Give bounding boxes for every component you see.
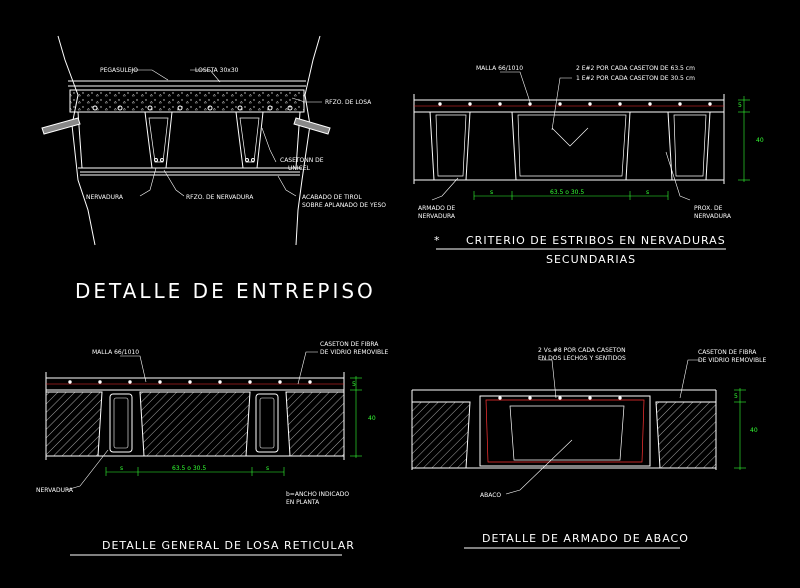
losa-reticular-title: DETALLE GENERAL DE LOSA RETICULAR (102, 539, 355, 552)
rib-stirrup-1 (109, 393, 133, 453)
hatch-block-1 (45, 391, 103, 457)
dim-40-bottom-right: 40 (750, 427, 758, 434)
abaco-hatch-right (655, 401, 717, 469)
armado-abaco (411, 359, 746, 549)
pegasulejo-label: PEGASULEJO (100, 67, 138, 74)
dim-mid-top: 63.5 o 30.5 (550, 189, 584, 196)
abaco-hatch-left (411, 401, 471, 469)
caseton-label-2-left: DE VIDRIO REMOVIBLE (320, 349, 388, 356)
abaco-rebar-dots (498, 396, 622, 400)
acabado-label-1: ACABADO DE TIROL (302, 194, 362, 201)
dim-5-bottom-left: 5 (352, 381, 356, 388)
dim-s-bottom-left-2: s (266, 465, 269, 472)
rfzo-losa-label: RFZO. DE LOSA (325, 99, 372, 106)
caseton-label-2-right: DE VIDRIO REMOVIBLE (698, 357, 766, 364)
left-break-line (57, 35, 96, 246)
secundarias-title: SECUNDARIAS (546, 253, 636, 266)
rfzo-nervadura-label: RFZO. DE NERVADURA (186, 194, 254, 201)
abaco-body (479, 395, 651, 467)
losa-rebar-dots (68, 380, 312, 384)
caseton-label-1-right: CASETON DE FIBRA (698, 349, 757, 356)
nervadura-label: NERVADURA (86, 194, 124, 201)
armado-label-2: NERVADURA (418, 213, 456, 220)
estribo-note-2: 1 E#2 POR CADA CASETON DE 30.5 cm (576, 75, 695, 82)
loseta-label: LOSETA 30x30 (195, 67, 239, 74)
dim-s-top-right: s (646, 189, 649, 196)
dim-40-top: 40 (756, 137, 764, 144)
abaco-label: ABACO (480, 492, 501, 499)
prox-label-1: PROX. DE (694, 205, 723, 212)
abaco-note-1: 2 Vs.#8 POR CADA CASETON (538, 347, 626, 354)
estribo-note-1: 2 E#2 POR CADA CASETON DE 63.5 cm (576, 65, 695, 72)
hatch-block-3 (285, 391, 345, 457)
detalle-entrepiso (41, 35, 331, 246)
criterio-estribos (413, 71, 750, 250)
caseton-label-1-left: CASETON DE FIBRA (320, 341, 379, 348)
malla-label-bottom: MALLA 66/1010 (92, 349, 139, 356)
criterio-title: CRITERIO DE ESTRIBOS EN NERVADURAS (466, 234, 726, 247)
prox-label-2: NERVADURA (694, 213, 732, 220)
dim-s-top-left: s (490, 189, 493, 196)
losa-reticular (45, 351, 362, 556)
casetonn-label: CASETONN DE (280, 157, 324, 164)
unicel-label: UNICEL (288, 165, 311, 172)
hatch-block-2 (139, 391, 251, 457)
slab-rebar-dots (438, 102, 712, 106)
b-note-1: b=ANCHO INDICADO (286, 491, 349, 498)
dim-mid-bottom-left: 63.5 o 30.5 (172, 465, 206, 472)
right-break-line (295, 35, 321, 246)
rib-stirrup-2 (255, 393, 279, 453)
abaco-title: DETALLE DE ARMADO DE ABACO (482, 532, 689, 545)
acabado-label-2: SOBRE APLANADO DE YESO (302, 202, 386, 209)
malla-label-top: MALLA 66/1010 (476, 65, 523, 72)
asterisk-mark: * (434, 234, 441, 247)
b-note-2: EN PLANTA (286, 499, 320, 506)
nervadura-label-bottom: NERVADURA (36, 487, 74, 494)
slab-concrete (69, 89, 305, 113)
entrepiso-title: DETALLE DE ENTREPISO (75, 279, 376, 303)
slab-rebar (92, 105, 293, 111)
abaco-note-2: EN DOS LECHOS Y SENTIDOS (538, 355, 626, 362)
dim-40-bottom-left: 40 (368, 415, 376, 422)
armado-label-1: ARMADO DE (418, 205, 455, 212)
dim-s-bottom-left-1: s (120, 465, 123, 472)
dim-5-bottom-right: 5 (734, 393, 738, 400)
dim-5-top: 5 (738, 102, 742, 109)
